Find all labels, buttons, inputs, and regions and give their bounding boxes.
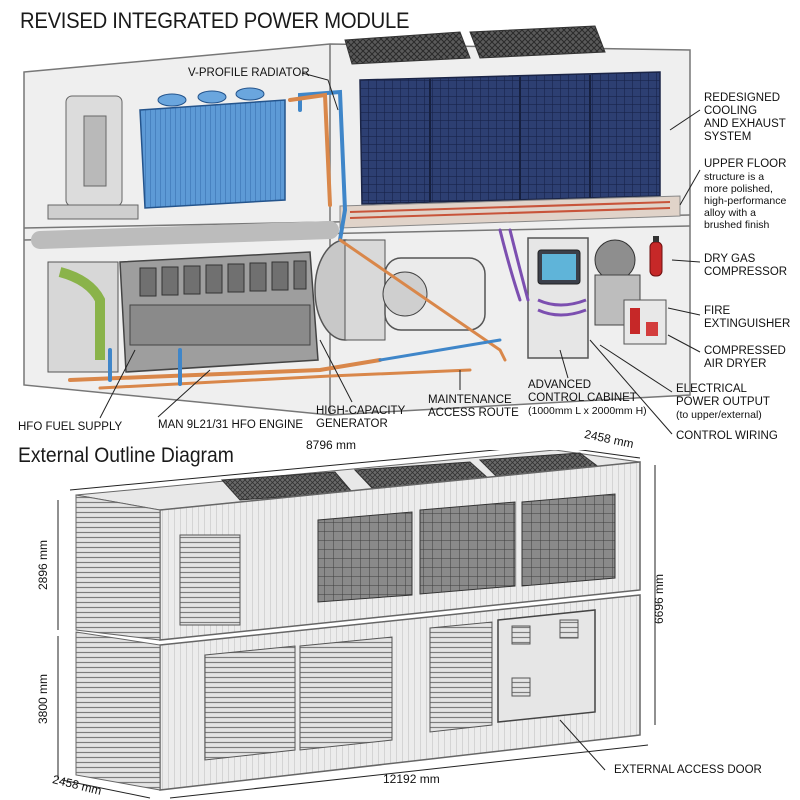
upper-service-door [179,534,241,626]
label-cabinet-line: CONTROL CABINET [528,392,637,404]
label-upper-floor-line: high-performance [704,195,787,207]
control-cabinet [527,237,589,359]
generator [314,239,486,341]
lower-module-side [75,631,161,791]
label-maintenance: MAINTENANCE ACCESS ROUTE [428,394,519,420]
label-fire-line: FIRE [704,305,731,317]
label-fire-line: EXTINGUISHER [704,318,791,330]
access-door-vent-2 [559,619,579,639]
label-dry-gas: DRY GAS COMPRESSOR [704,253,787,279]
compressed-air-dryer [623,299,667,345]
cooling-exhaust-panel [359,71,661,205]
label-upper-floor-head: UPPER FLOOR [704,158,787,170]
label-cooling: REDESIGNED COOLING AND EXHAUST SYSTEM [704,92,786,144]
roof-vents [344,25,606,65]
label-air-dryer: COMPRESSED AIR DRYER [704,345,786,371]
outline-cooling-panel-1 [317,511,413,603]
fire-extinguisher [649,236,663,277]
dry-gas-compressor [594,239,641,326]
label-upper-floor-line: structure is a [704,171,765,183]
dim-height-lower: 3800 mm [36,673,51,725]
access-door-vent-1 [511,625,531,645]
fuel-module [47,261,119,373]
label-generator-line: HIGH-CAPACITY [316,405,406,417]
lower-door-3 [429,621,493,733]
upper-module-side [75,494,161,641]
hfo-engine [119,251,319,373]
label-cabinet: ADVANCED CONTROL CABINET (1000mm L x 200… [528,379,647,417]
label-control-wiring: CONTROL WIRING [676,430,778,442]
cutaway-illustration [23,25,701,435]
label-upper-floor-line: alloy with a [704,207,756,219]
label-cooling-line: REDESIGNED [704,92,781,104]
dim-length-top: 8796 mm [306,438,357,452]
dimension-lines [57,450,656,799]
label-fire: FIRE EXTINGUISHER [704,305,790,331]
label-cooling-line: COOLING [704,105,758,117]
label-maintenance-line: MAINTENANCE [428,394,512,406]
exhaust-pipe [31,221,339,249]
label-cooling-line: SYSTEM [704,131,752,143]
label-dry-gas-line: COMPRESSOR [704,266,788,278]
outline-cooling-panel-3 [521,493,616,587]
label-maintenance-line: ACCESS ROUTE [428,407,519,419]
label-electrical-note: (to upper/external) [676,409,762,421]
diagram-title: REVISED INTEGRATED POWER MODULE [20,8,410,33]
label-electrical-line: POWER OUTPUT [676,396,770,408]
outline-diagram [57,450,656,799]
label-generator: HIGH-CAPACITY GENERATOR [316,405,405,431]
label-radiator: V-PROFILE RADIATOR [188,67,310,79]
lower-door-1 [204,645,296,761]
dim-height-total: 6696 mm [652,573,667,625]
label-engine: MAN 9L21/31 HFO ENGINE [158,419,304,431]
dim-height-upper: 2896 mm [36,539,51,591]
label-fuel: HFO FUEL SUPPLY [18,421,123,433]
label-electrical-line: ELECTRICAL [676,383,747,395]
label-upper-floor-line: brushed finish [704,219,770,231]
label-upper-floor: UPPER FLOOR structure is a more polished… [704,158,786,231]
label-electrical: ELECTRICAL POWER OUTPUT (to upper/extern… [676,383,770,421]
label-dry-gas-line: DRY GAS [704,253,756,265]
upper-floor [339,195,681,229]
piping [68,89,530,390]
outline-cooling-panel-2 [419,501,516,595]
lower-door-2 [299,636,393,751]
label-cabinet-note: (1000mm L x 2000mm H) [528,405,647,417]
exhaust-silencer [47,95,139,220]
section-subtitle: External Outline Diagram [18,444,234,467]
label-air-dryer-line: AIR DRYER [704,358,767,370]
dim-length-bottom: 12192 mm [383,772,440,786]
label-air-dryer-line: COMPRESSED [704,345,786,357]
label-access-door: EXTERNAL ACCESS DOOR [614,764,762,776]
label-cooling-line: AND EXHAUST [704,118,786,130]
v-profile-radiator [139,87,286,209]
label-upper-floor-line: more polished, [704,183,773,195]
label-generator-line: GENERATOR [316,418,388,430]
label-cabinet-line: ADVANCED [528,379,592,391]
access-door-vent-3 [511,677,531,697]
leader-lines [99,72,701,435]
